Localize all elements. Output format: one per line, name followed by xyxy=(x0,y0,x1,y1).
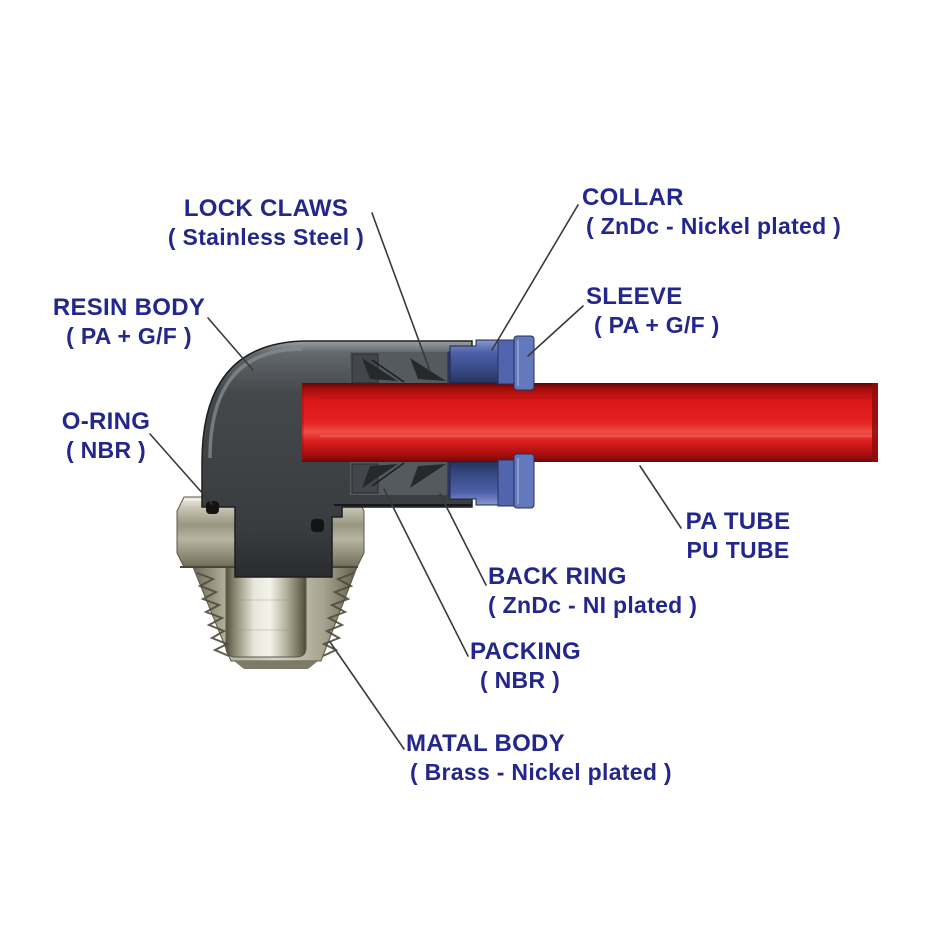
label-line: PACKING xyxy=(470,638,581,665)
label-line: ( ZnDc - Nickel plated ) xyxy=(586,213,842,239)
label-line: ( ZnDc - NI plated ) xyxy=(488,592,698,618)
collar-shape xyxy=(449,339,501,506)
pa-tube-shape xyxy=(302,383,878,462)
label-line: BACK RING xyxy=(488,563,627,590)
label-line: ( Brass - Nickel plated ) xyxy=(410,759,672,785)
leader-collar xyxy=(491,204,579,351)
label-resin-body: RESIN BODY ( PA + G/F ) xyxy=(48,293,210,351)
label-line: ( NBR ) xyxy=(65,437,147,463)
label-matal-body: MATAL BODY ( Brass - Nickel plated ) xyxy=(406,729,672,787)
label-line: SLEEVE xyxy=(586,283,683,310)
leader-sleeve xyxy=(527,305,584,357)
leader-packing xyxy=(383,488,469,657)
label-collar: COLLAR ( ZnDc - Nickel plated ) xyxy=(582,183,841,241)
leader-lock-claws xyxy=(371,212,431,372)
label-line: PA TUBE xyxy=(685,508,791,535)
label-o-ring: O-RING ( NBR ) xyxy=(54,407,158,465)
label-back-ring: BACK RING ( ZnDc - NI plated ) xyxy=(488,562,697,620)
label-line: O-RING xyxy=(61,408,151,435)
label-packing: PACKING ( NBR ) xyxy=(470,637,581,695)
label-line: RESIN BODY xyxy=(52,294,206,321)
label-line: LOCK CLAWS xyxy=(183,195,349,222)
label-line: ( Stainless Steel ) xyxy=(167,224,365,250)
sleeve-shape xyxy=(497,335,535,509)
leader-back-ring xyxy=(439,493,487,586)
o-ring-shape xyxy=(206,501,324,532)
leader-resin-body xyxy=(207,317,254,371)
label-pa-tube: PA TUBE PU TUBE xyxy=(682,507,794,565)
leader-pa-tube xyxy=(639,465,682,529)
label-line: ( PA + G/F ) xyxy=(66,323,192,349)
label-sleeve: SLEEVE ( PA + G/F ) xyxy=(586,282,720,340)
label-line: PU TUBE xyxy=(686,537,790,563)
lock-claws-shape xyxy=(362,358,446,488)
leader-o-ring xyxy=(149,433,213,505)
label-line: ( NBR ) xyxy=(480,667,561,693)
label-line: ( PA + G/F ) xyxy=(594,312,720,338)
label-lock-claws: LOCK CLAWS ( Stainless Steel ) xyxy=(160,194,372,252)
leader-matal-body xyxy=(329,641,405,750)
label-line: COLLAR xyxy=(582,184,684,211)
label-line: MATAL BODY xyxy=(406,730,565,757)
leader-lines xyxy=(149,204,682,750)
